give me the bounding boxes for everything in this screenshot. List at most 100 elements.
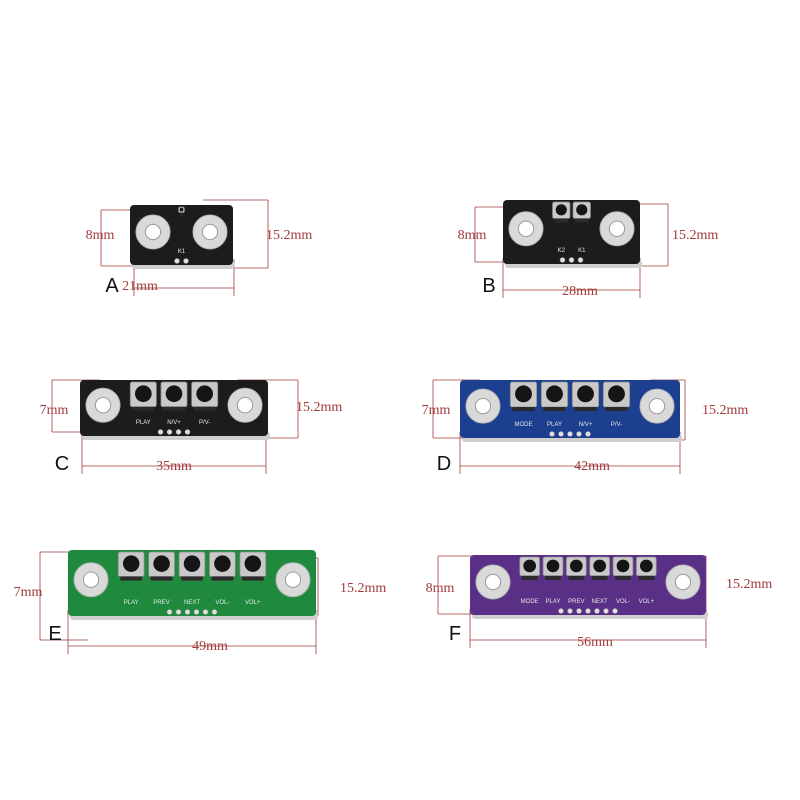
switch-base (181, 576, 203, 581)
height-label: 8mm (426, 581, 455, 596)
switch-base (545, 575, 561, 580)
silk-label: NEXT (592, 599, 608, 605)
mounting-hole-center (94, 397, 112, 414)
header-pin (184, 429, 191, 435)
silk-label: K1 (178, 249, 186, 255)
silk-label: NEXT (184, 600, 200, 606)
silk-label: VOL+ (245, 600, 261, 606)
board-height-label: 15.2mm (296, 400, 342, 415)
switch-cap (608, 385, 625, 403)
switch-cap (183, 555, 201, 572)
switch-base (568, 575, 585, 580)
width-label: 21mm (122, 279, 158, 294)
switch-cap (616, 559, 630, 573)
switch-cap (214, 555, 231, 572)
module-letter: C (55, 453, 69, 475)
board-height-label: 15.2mm (702, 403, 748, 418)
switch-cap (122, 555, 140, 572)
silk-label: P/V- (611, 422, 622, 428)
height-label: 8mm (86, 228, 115, 243)
header-pin (193, 609, 200, 615)
header-pin (549, 431, 555, 437)
module-letter: D (437, 453, 451, 475)
switch-base (521, 575, 538, 580)
width-label: 42mm (574, 459, 610, 474)
header-pin (594, 608, 600, 614)
switch-cap (555, 204, 567, 216)
module-letter: B (482, 275, 495, 297)
switch-base (193, 406, 216, 411)
silk-label: N/V+ (579, 422, 593, 428)
switch-cap (569, 559, 583, 573)
switch-base (241, 576, 264, 581)
switch-base (120, 576, 143, 581)
silk-label: VOL- (215, 600, 229, 606)
switch-base (575, 218, 589, 223)
header-pin (174, 258, 180, 264)
silk-label: PLAY (124, 600, 139, 606)
switch-base (638, 575, 655, 580)
height-label: 7mm (422, 403, 451, 418)
header-pin (559, 257, 566, 263)
switch-cap (134, 385, 152, 403)
mounting-hole-center (474, 397, 492, 415)
header-pin (183, 258, 189, 264)
switch-cap (593, 559, 607, 573)
mounting-hole-center (484, 573, 502, 591)
switch-base (512, 407, 535, 412)
header-pin (166, 609, 173, 615)
mounting-hole-center (674, 573, 692, 591)
mounting-hole-center (648, 397, 666, 415)
mounting-hole-center (82, 571, 100, 588)
silk-label: PREV (568, 599, 584, 605)
height-label: 8mm (458, 228, 487, 243)
silk-label: P/V- (199, 420, 210, 426)
mounting-hole-center (144, 223, 162, 241)
module-letter: F (449, 623, 461, 645)
switch-base (150, 576, 173, 581)
silk-label: PLAY (546, 599, 561, 605)
switch-base (162, 406, 186, 411)
header-pin (568, 257, 575, 263)
header-pin (558, 431, 564, 437)
height-label: 7mm (14, 585, 43, 600)
silk-label: PREV (153, 600, 169, 606)
switch-base (615, 575, 631, 580)
mounting-hole-center (517, 220, 535, 237)
header-pin (603, 608, 609, 614)
switch-cap (153, 555, 170, 572)
silk-label: K2 (558, 248, 566, 254)
header-pin (166, 429, 173, 435)
switch-base (554, 218, 568, 223)
silk-label: K1 (578, 248, 586, 254)
switch-base (591, 575, 608, 580)
height-label: 7mm (40, 403, 69, 418)
switch-cap (546, 385, 563, 403)
silk-label: PLAY (547, 422, 562, 428)
switch-cap (244, 555, 262, 572)
switch-cap (546, 559, 560, 573)
switch-cap (179, 207, 184, 212)
mounting-hole-center (201, 223, 219, 241)
header-pin (157, 429, 164, 435)
board-height-label: 15.2mm (672, 228, 718, 243)
width-label: 35mm (156, 459, 192, 474)
header-pin (175, 429, 182, 435)
switch-cap (639, 559, 653, 573)
header-pin (202, 609, 209, 615)
switch-cap (515, 385, 532, 403)
width-label: 28mm (562, 284, 598, 299)
board-height-label: 15.2mm (266, 228, 312, 243)
board-height-label: 15.2mm (340, 581, 386, 596)
switch-base (605, 407, 628, 412)
header-pin (567, 431, 573, 437)
header-pin (576, 431, 582, 437)
header-pin (175, 609, 182, 615)
switch-cap (165, 385, 183, 403)
header-pin (558, 608, 564, 614)
header-pin (577, 257, 584, 263)
